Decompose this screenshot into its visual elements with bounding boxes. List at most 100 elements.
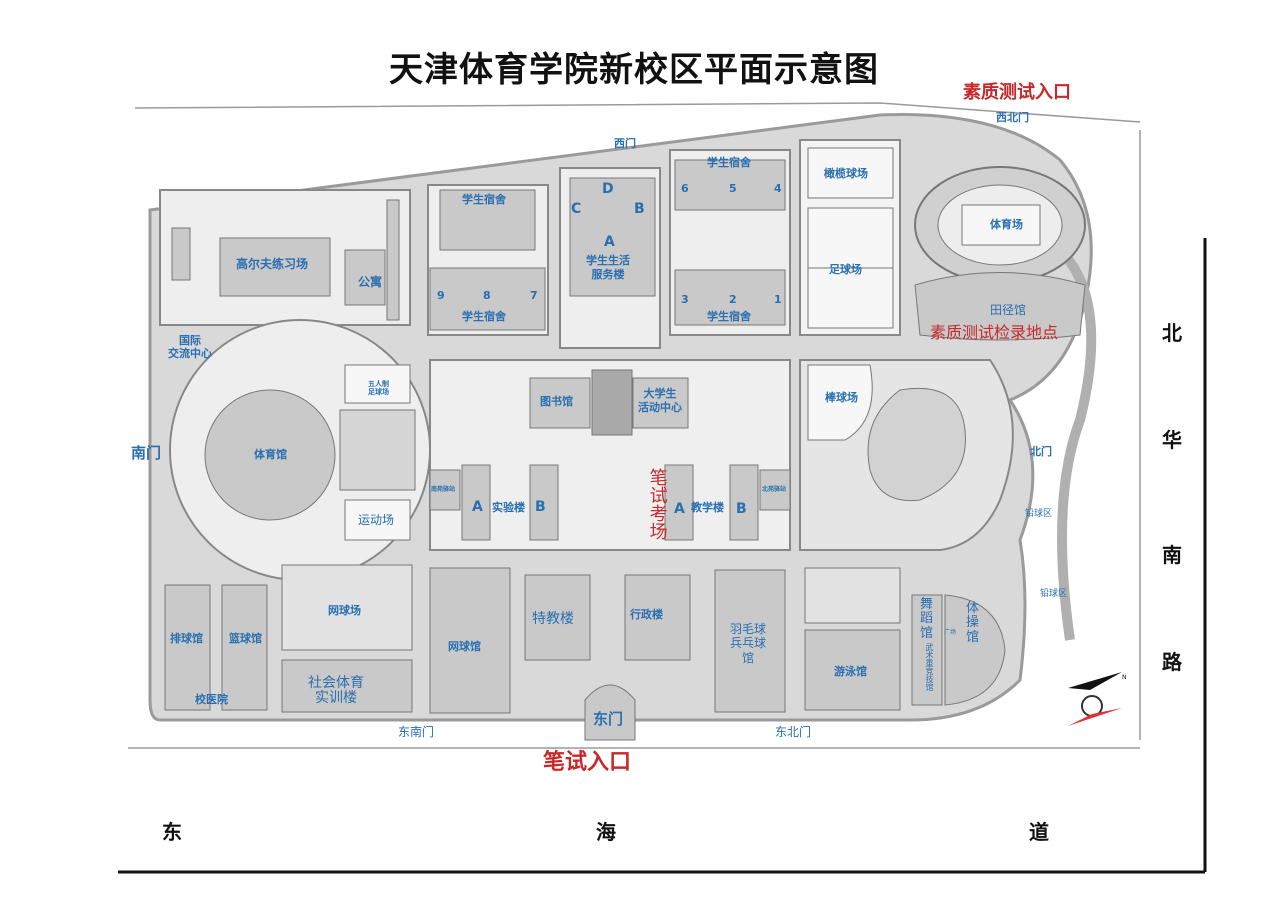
library-label: 图书馆: [540, 395, 573, 408]
dorm-top: [439, 189, 536, 251]
gymnastics-label: 体 操 馆: [966, 601, 980, 645]
compass-needle-black: [1068, 672, 1122, 690]
teach-label: 教学楼: [691, 501, 724, 514]
court-grid: [339, 409, 416, 491]
north-road-char-3: 南: [1162, 543, 1182, 567]
library-bldg: [529, 377, 591, 429]
lake: [867, 387, 966, 502]
apartment-2: [386, 199, 400, 321]
dorm-number-9: 9: [437, 289, 445, 302]
west-gate-label: 西门: [614, 137, 636, 150]
five-a-side-rect: [344, 364, 411, 404]
south-station-label: 南苑驿站: [431, 486, 456, 493]
activity-label: 大学生 活动中心: [638, 387, 682, 414]
compass-needle-red: [1068, 708, 1122, 726]
special-ed-label: 特教楼: [532, 611, 574, 627]
dorm-top-label: 学生宿舍: [462, 193, 506, 206]
north-road-char-2: 华: [1162, 428, 1182, 452]
quality-test-checkin-label: 素质测试检录地点: [930, 323, 1059, 342]
central-tower: [591, 369, 633, 436]
sports-field-rect: [344, 499, 411, 541]
lab-a-bldg: [461, 464, 491, 541]
dorm-mid-left-label: 学生宿舍: [462, 310, 506, 323]
teach-a-bldg: [664, 464, 694, 541]
tennis-hall-label: 网球馆: [448, 640, 481, 653]
apartment-label: 公寓: [358, 275, 383, 289]
dorm-top-right-label: 学生宿舍: [707, 156, 751, 169]
rugby-field: [807, 147, 894, 199]
dorm-number-5: 5: [729, 182, 737, 195]
southeast-gate-label: 东南门: [398, 725, 435, 739]
tennis-hall-bldg: [429, 567, 511, 714]
apartment: [344, 249, 386, 306]
admin-label: 行政楼: [630, 608, 663, 621]
dorm-number-7: 7: [530, 289, 538, 302]
dorm-mid: [429, 267, 546, 331]
basketball-hall: [221, 584, 268, 711]
social-training-label: 社会体育 实训楼: [308, 675, 364, 707]
south-gate-label: 南门: [131, 444, 162, 462]
written-exam-room-label: 笔试考场: [646, 468, 668, 540]
lab-label: 实验楼: [492, 501, 525, 514]
teach-b-bldg: [729, 464, 759, 541]
tennis-courts: [281, 564, 413, 651]
swimming-lot: [804, 567, 901, 624]
dorm-number-1: 1: [774, 293, 782, 306]
dorm-right-bottom: [674, 269, 786, 326]
lab-b-label: B: [535, 499, 546, 515]
east-road-char-1: 东: [162, 820, 182, 844]
teach-a-label: A: [674, 501, 685, 517]
admin-bldg: [624, 574, 691, 661]
swimming-hall: [804, 629, 901, 711]
volleyball-label: 排球馆: [170, 632, 203, 645]
south-station-bldg: [429, 469, 461, 511]
five-a-side-label: 五人制 足球场: [368, 380, 389, 397]
football-label: 足球场: [829, 263, 862, 276]
volleyball-hall: [164, 584, 211, 711]
north-gate-label: 北门: [1030, 445, 1052, 458]
martial-label: 武术重竞技馆: [925, 643, 934, 691]
dorm-number-2: 2: [729, 293, 737, 306]
bldg-b-label: B: [634, 201, 645, 217]
shot-put-label-2: 铅球区: [1040, 589, 1068, 599]
golf-range: [219, 237, 331, 297]
bldg-d-label: D: [602, 181, 614, 197]
dance-hall: [911, 594, 943, 706]
bldg-c-label: C: [571, 201, 582, 217]
quality-test-entrance-label: 素质测试入口: [963, 82, 1071, 103]
rugby-label: 橄榄球场: [824, 167, 868, 180]
activity-bldg: [632, 377, 689, 429]
sports-field-label: 运动场: [358, 513, 395, 527]
special-ed-bldg: [524, 574, 591, 661]
baseball-label: 棒球场: [825, 391, 858, 404]
north-station-bldg: [759, 469, 791, 511]
basketball-label: 篮球馆: [229, 632, 262, 645]
outer-street: [134, 102, 1141, 123]
lab-b-bldg: [529, 464, 559, 541]
dorm-right-top: [674, 159, 786, 211]
east-gate-label: 东门: [593, 710, 624, 728]
golf-label: 高尔夫练习场: [236, 257, 309, 271]
compass-n-label: N: [1122, 674, 1127, 681]
written-exam-entrance-label: 笔试入口: [543, 750, 632, 775]
track-hall: [914, 272, 1086, 341]
dorm-number-8: 8: [483, 289, 491, 302]
dance-label: 舞 蹈 馆: [920, 597, 934, 641]
golf-side: [171, 227, 191, 281]
east-gate-arch: [584, 684, 636, 741]
dorm-number-4: 4: [774, 182, 782, 195]
baseball-field: [807, 364, 873, 441]
north-station-label: 北苑驿站: [762, 486, 787, 493]
track-hall-label: 田径馆: [990, 303, 1027, 317]
service-label: 学生生活 服务楼: [586, 254, 630, 281]
gym-label: 体育馆: [254, 448, 287, 461]
northeast-gate-label: 东北门: [775, 725, 812, 739]
service-a-label: A: [604, 234, 615, 250]
stadium-label: 体育场: [990, 218, 1023, 231]
map-title: 天津体育学院新校区平面示意图: [389, 50, 879, 90]
dorm-mid-right-label: 学生宿舍: [707, 310, 751, 323]
plaza-label: 广场: [944, 629, 957, 636]
teach-b-label: B: [736, 501, 747, 517]
badminton-hall: [714, 569, 786, 713]
